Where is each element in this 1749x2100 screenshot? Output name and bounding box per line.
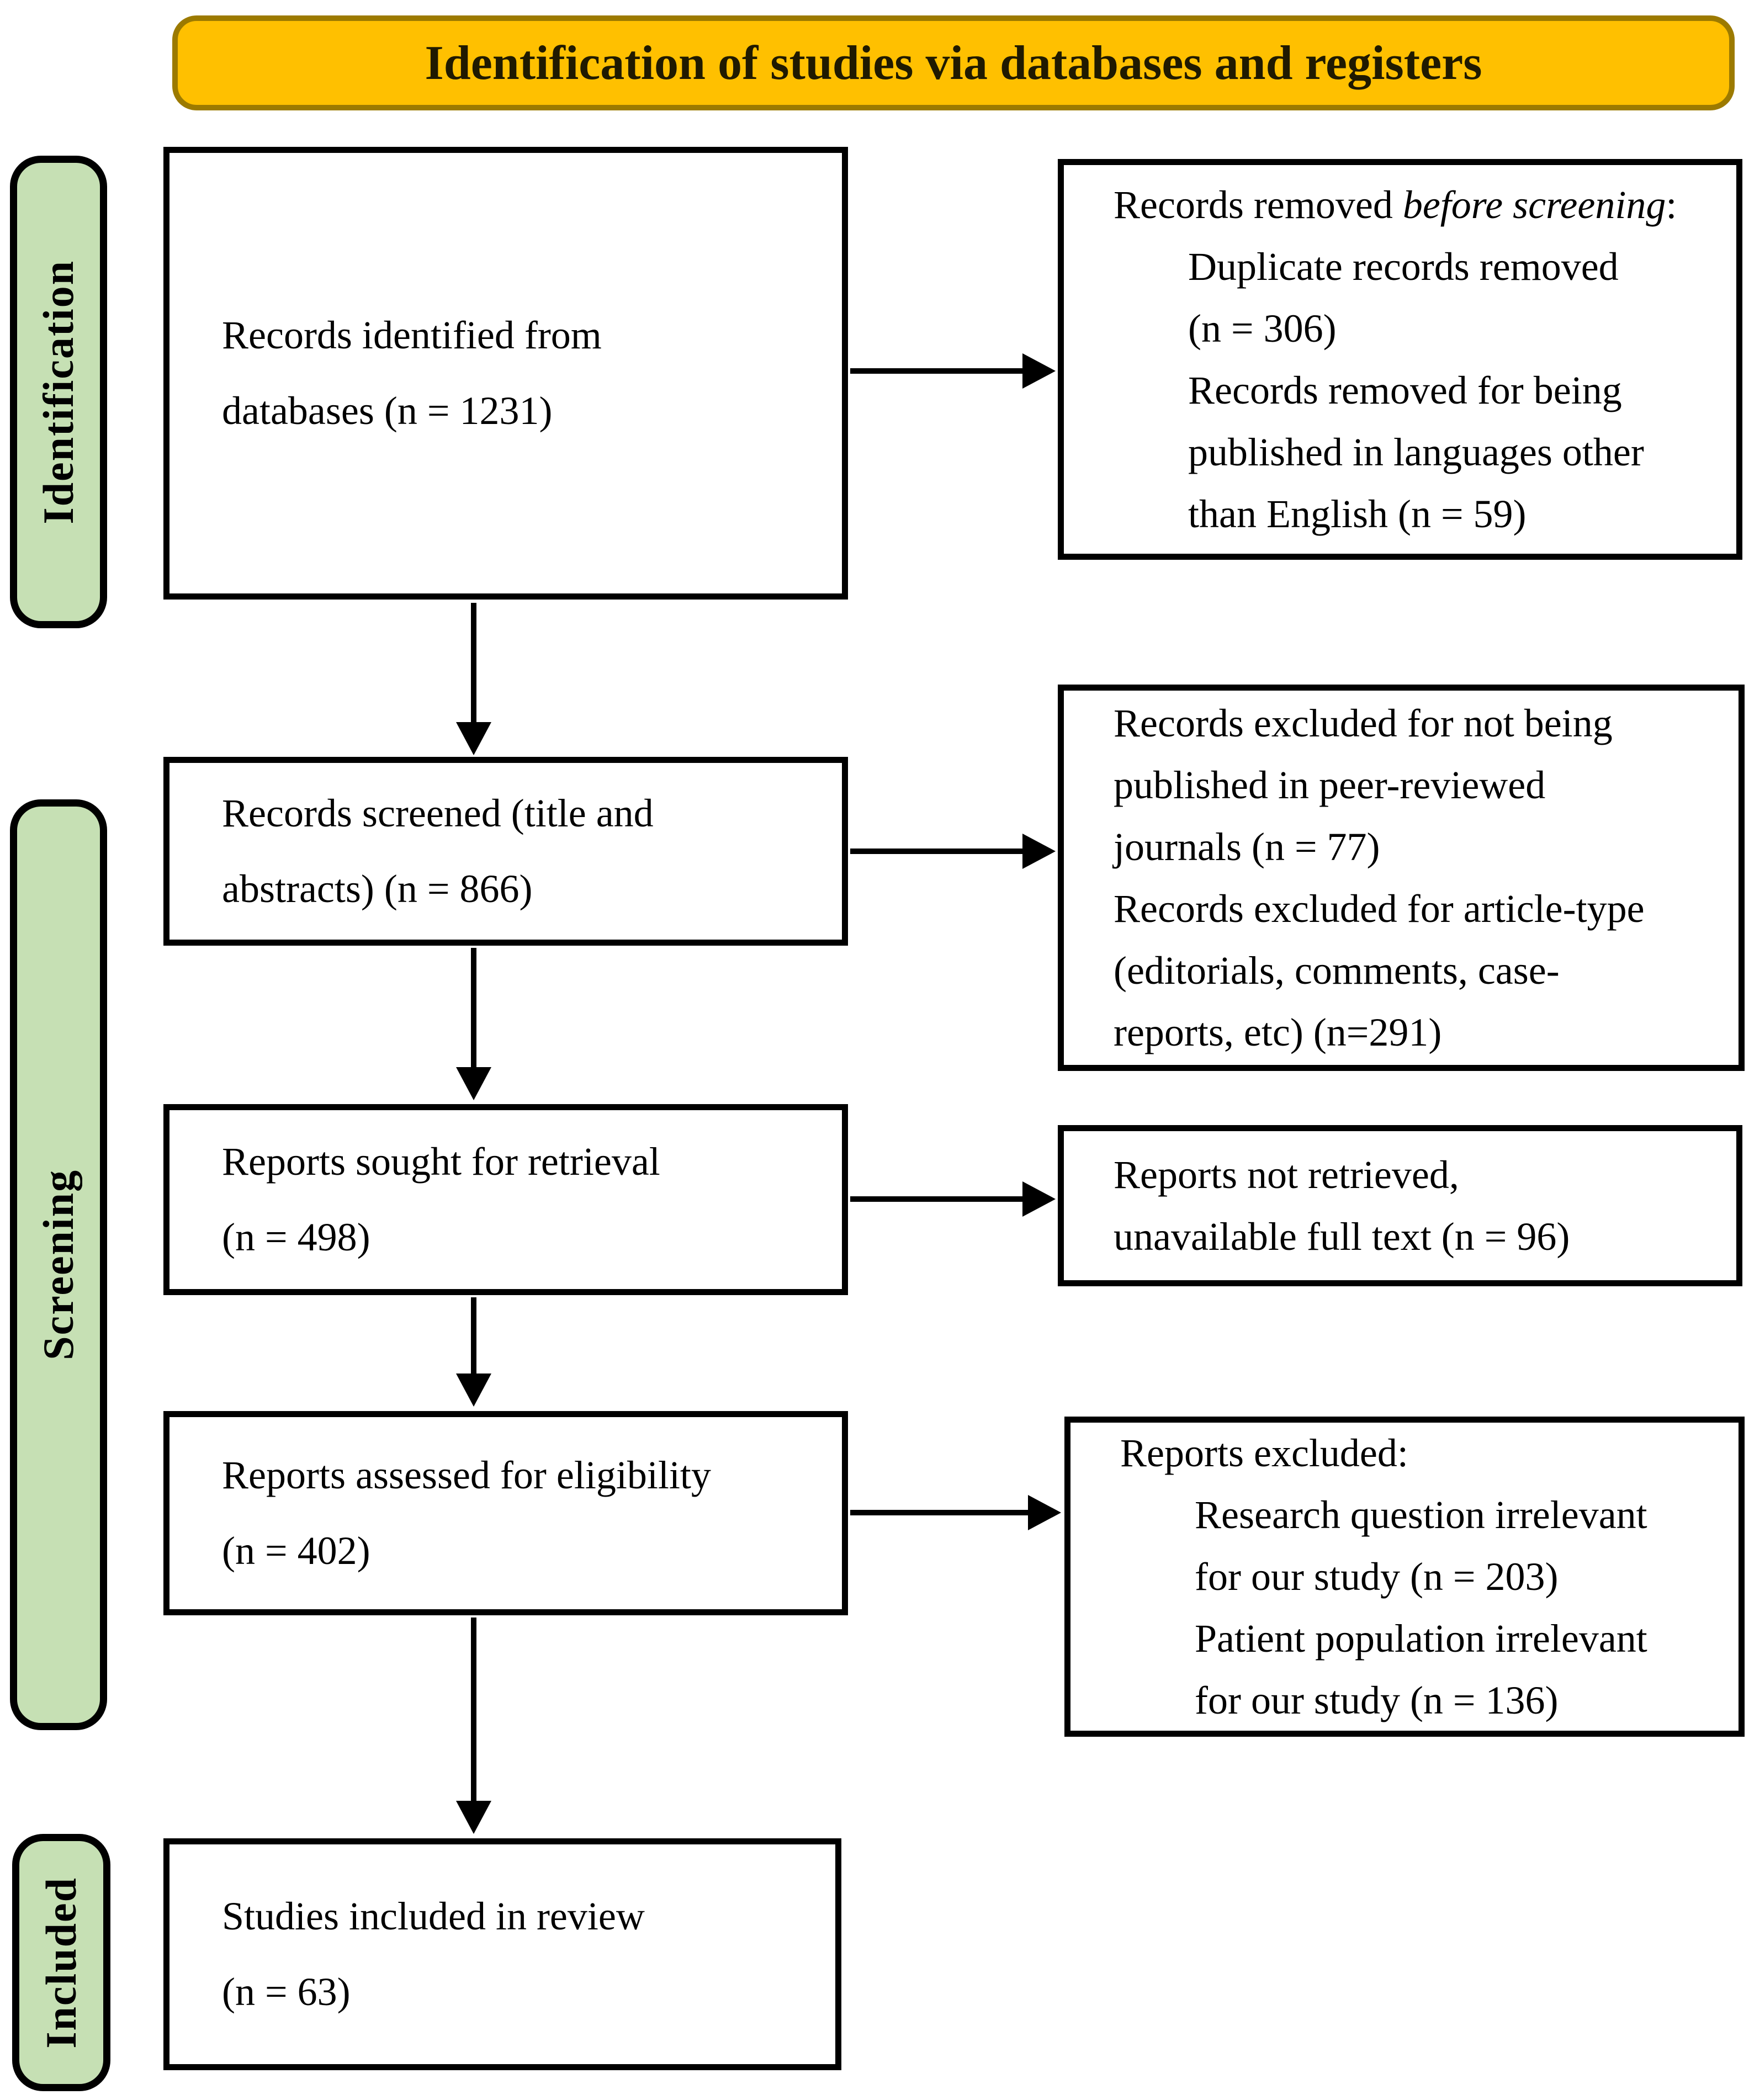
arrow-shaft bbox=[471, 1618, 476, 1802]
records-excluded-box: Records excluded for not being published… bbox=[1058, 685, 1745, 1071]
text-line: abstracts) (n = 866) bbox=[222, 867, 533, 911]
arrowhead-right-icon bbox=[1022, 834, 1056, 869]
text-line: Duplicate records removed bbox=[1188, 245, 1619, 289]
text-line: Records removed before screening: bbox=[1064, 174, 1736, 236]
text-line: published in peer-reviewed bbox=[1114, 763, 1546, 807]
text-line: Patient population irrelevant bbox=[1195, 1616, 1647, 1661]
arrow-shaft bbox=[471, 948, 476, 1068]
text-line: (n = 63) bbox=[222, 1970, 351, 2014]
text-line: (n = 402) bbox=[222, 1529, 370, 1573]
text-line: reports, etc) (n=291) bbox=[1114, 1010, 1442, 1054]
text-line: Records removed for being bbox=[1188, 368, 1622, 412]
arrow-shaft bbox=[850, 849, 1026, 854]
arrowhead-down-icon bbox=[456, 1374, 491, 1407]
text-line: Studies included in review bbox=[222, 1894, 645, 1938]
records-screened-box: Records screened (title and abstracts) (… bbox=[163, 757, 848, 946]
arrowhead-right-icon bbox=[1022, 353, 1056, 389]
text-line: Reports assessed for eligibility bbox=[222, 1453, 711, 1497]
stage-label-identification: Identification bbox=[10, 156, 107, 628]
records-removed-box: Records removed before screening: Duplic… bbox=[1058, 159, 1742, 560]
text-line: Reports excluded: bbox=[1120, 1431, 1408, 1475]
stage-label-included: Included bbox=[12, 1834, 110, 2091]
text-line: Research question irrelevant bbox=[1195, 1493, 1647, 1537]
arrowhead-down-icon bbox=[456, 1067, 491, 1100]
arrowhead-down-icon bbox=[456, 722, 491, 755]
reports-not-retrieved-box: Reports not retrieved, unavailable full … bbox=[1058, 1125, 1742, 1286]
arrow-shaft bbox=[471, 1297, 476, 1375]
text-line: Records excluded for article-type bbox=[1114, 887, 1645, 931]
arrowhead-right-icon bbox=[1022, 1181, 1056, 1217]
text-line: Reports not retrieved, bbox=[1114, 1153, 1459, 1197]
text-line: Reports sought for retrieval bbox=[222, 1139, 660, 1184]
text-line: databases (n = 1231) bbox=[222, 389, 553, 433]
title-banner-label: Identification of studies via databases … bbox=[425, 36, 1482, 90]
text-line: Records identified from bbox=[222, 313, 602, 357]
text-line: published in languages other bbox=[1188, 430, 1644, 474]
stage-label-identification-text: Identification bbox=[34, 259, 82, 524]
reports-sought-box: Reports sought for retrieval (n = 498) bbox=[163, 1104, 848, 1295]
arrow-shaft bbox=[850, 1510, 1031, 1515]
studies-included-box: Studies included in review (n = 63) bbox=[163, 1838, 841, 2070]
text-line: journals (n = 77) bbox=[1114, 825, 1380, 869]
text-line: Records screened (title and bbox=[222, 791, 654, 835]
text-line: (editorials, comments, case- bbox=[1114, 948, 1560, 993]
arrowhead-right-icon bbox=[1028, 1495, 1061, 1530]
text-line: (n = 498) bbox=[222, 1215, 370, 1259]
stage-label-screening-text: Screening bbox=[34, 1169, 82, 1360]
text-line: than English (n = 59) bbox=[1188, 492, 1527, 536]
text-line: for our study (n = 136) bbox=[1195, 1678, 1559, 1722]
arrowhead-down-icon bbox=[456, 1801, 491, 1834]
text-line: for our study (n = 203) bbox=[1195, 1555, 1559, 1599]
records-removed-title-italic: before screening bbox=[1402, 183, 1666, 227]
records-identified-box: Records identified from databases (n = 1… bbox=[163, 147, 848, 600]
text-line: unavailable full text (n = 96) bbox=[1114, 1215, 1570, 1259]
reports-assessed-box: Reports assessed for eligibility (n = 40… bbox=[163, 1411, 848, 1615]
stage-label-included-text: Included bbox=[37, 1876, 85, 2049]
title-banner: Identification of studies via databases … bbox=[172, 15, 1735, 110]
stage-label-screening: Screening bbox=[10, 799, 107, 1730]
records-removed-title-prefix: Records removed bbox=[1114, 183, 1403, 227]
arrow-shaft bbox=[850, 368, 1026, 374]
text-line: (n = 306) bbox=[1188, 306, 1337, 351]
arrow-shaft bbox=[850, 1196, 1026, 1202]
arrow-shaft bbox=[471, 603, 476, 724]
records-removed-title-suffix: : bbox=[1666, 183, 1677, 227]
text-line: Records excluded for not being bbox=[1114, 701, 1613, 745]
reports-excluded-box: Reports excluded: Research question irre… bbox=[1064, 1417, 1745, 1737]
